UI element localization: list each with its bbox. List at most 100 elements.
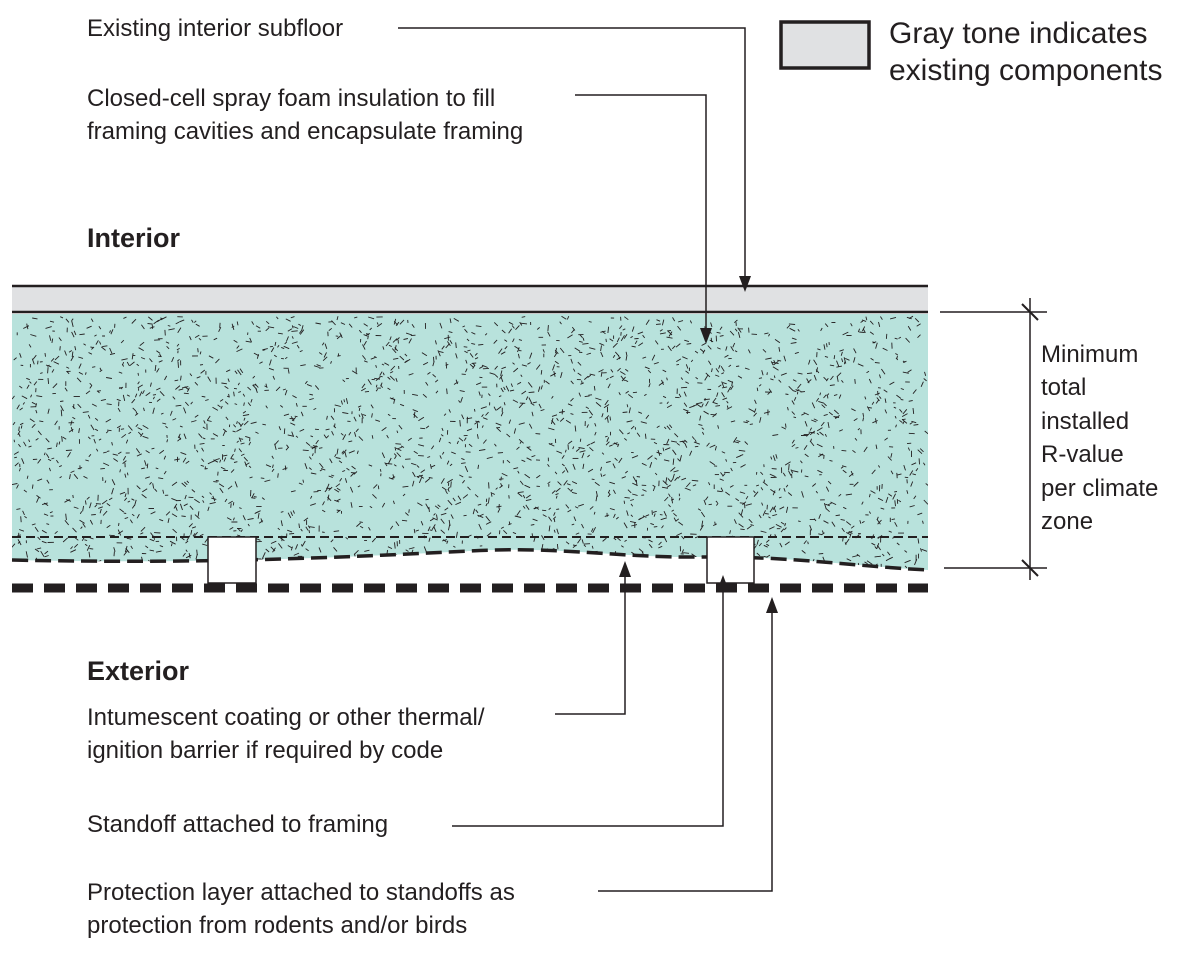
foam-speck — [47, 408, 50, 414]
foam-speck — [177, 433, 181, 439]
foam-speck — [125, 439, 129, 444]
foam-speck — [124, 493, 127, 498]
foam-speck — [445, 490, 448, 495]
foam-speck — [625, 470, 628, 474]
foam-speck — [541, 535, 545, 541]
foam-speck — [878, 465, 881, 468]
foam-speck — [302, 449, 309, 452]
foam-speck — [431, 464, 436, 468]
foam-speck — [504, 346, 508, 350]
foam-speck — [797, 329, 800, 332]
foam-speck — [448, 409, 451, 413]
foam-speck — [756, 387, 759, 392]
foam-speck — [176, 343, 180, 347]
foam-speck — [221, 382, 227, 385]
foam-speck — [168, 566, 171, 570]
foam-speck — [485, 515, 491, 522]
foam-speck — [770, 378, 774, 381]
foam-speck — [630, 499, 635, 501]
foam-speck — [245, 340, 252, 343]
foam-speck — [60, 316, 64, 319]
foam-speck — [913, 495, 917, 500]
foam-speck — [228, 393, 230, 398]
foam-speck — [70, 549, 77, 553]
foam-speck — [530, 402, 535, 406]
foam-speck — [612, 463, 616, 469]
foam-speck — [623, 333, 628, 339]
foam-speck — [408, 338, 412, 344]
foam-speck — [305, 526, 309, 531]
foam-speck — [626, 510, 629, 516]
foam-speck — [242, 515, 246, 521]
foam-speck — [464, 328, 468, 333]
foam-speck — [219, 459, 222, 463]
foam-speck — [47, 367, 49, 374]
foam-speck — [375, 364, 377, 368]
foam-speck — [385, 341, 390, 347]
foam-speck — [622, 328, 626, 331]
foam-speck — [842, 469, 847, 474]
foam-speck — [554, 471, 558, 475]
foam-speck — [785, 484, 789, 488]
foam-speck — [682, 356, 688, 360]
foam-speck — [654, 457, 658, 460]
foam-speck — [444, 507, 449, 511]
foam-speck — [656, 319, 661, 322]
foam-speck — [88, 352, 93, 355]
foam-speck — [232, 502, 235, 506]
foam-speck — [124, 517, 129, 520]
foam-speck — [766, 565, 773, 568]
foam-speck — [868, 511, 871, 514]
foam-speck — [912, 389, 917, 394]
foam-speck — [348, 450, 355, 454]
foam-speck — [130, 545, 133, 550]
foam-speck — [435, 379, 439, 383]
foam-speck — [821, 404, 826, 409]
foam-speck — [99, 369, 103, 373]
foam-speck — [174, 458, 180, 461]
foam-speck — [840, 351, 843, 356]
foam-speck — [607, 489, 611, 494]
foam-speck — [917, 334, 921, 339]
foam-speck — [260, 518, 263, 523]
foam-speck — [51, 369, 55, 373]
foam-speck — [284, 341, 288, 345]
foam-speck — [775, 523, 782, 528]
foam-speck — [703, 499, 707, 505]
foam-speck — [64, 520, 70, 526]
foam-speck — [12, 543, 16, 549]
foam-speck — [159, 545, 164, 548]
foam-speck — [225, 416, 229, 421]
foam-speck — [239, 368, 244, 374]
foam-speck — [240, 442, 245, 445]
foam-speck — [308, 467, 312, 471]
foam-speck — [446, 478, 453, 483]
foam-speck — [753, 490, 756, 494]
foam-speck — [715, 405, 721, 407]
foam-speck — [219, 487, 224, 494]
foam-speck — [542, 514, 547, 517]
foam-speck — [169, 410, 173, 416]
foam-speck — [40, 550, 45, 557]
foam-speck — [435, 390, 439, 394]
foam-speck — [692, 404, 698, 407]
foam-speck — [461, 457, 465, 461]
foam-speck — [465, 359, 468, 364]
foam-speck — [808, 359, 811, 365]
foam-speck — [551, 414, 558, 417]
foam-speck — [35, 438, 39, 441]
foam-speck — [583, 544, 587, 548]
foam-speck — [137, 427, 143, 431]
foam-speck — [189, 336, 192, 341]
foam-speck — [368, 526, 371, 531]
foam-speck — [815, 367, 819, 373]
foam-speck — [740, 509, 744, 516]
foam-speck — [421, 352, 428, 357]
foam-speck — [708, 482, 711, 486]
foam-speck — [13, 451, 19, 455]
foam-speck — [857, 427, 861, 431]
foam-speck — [925, 483, 928, 487]
foam-speck — [445, 362, 448, 369]
foam-speck — [182, 552, 186, 557]
foam-speck — [363, 323, 368, 327]
